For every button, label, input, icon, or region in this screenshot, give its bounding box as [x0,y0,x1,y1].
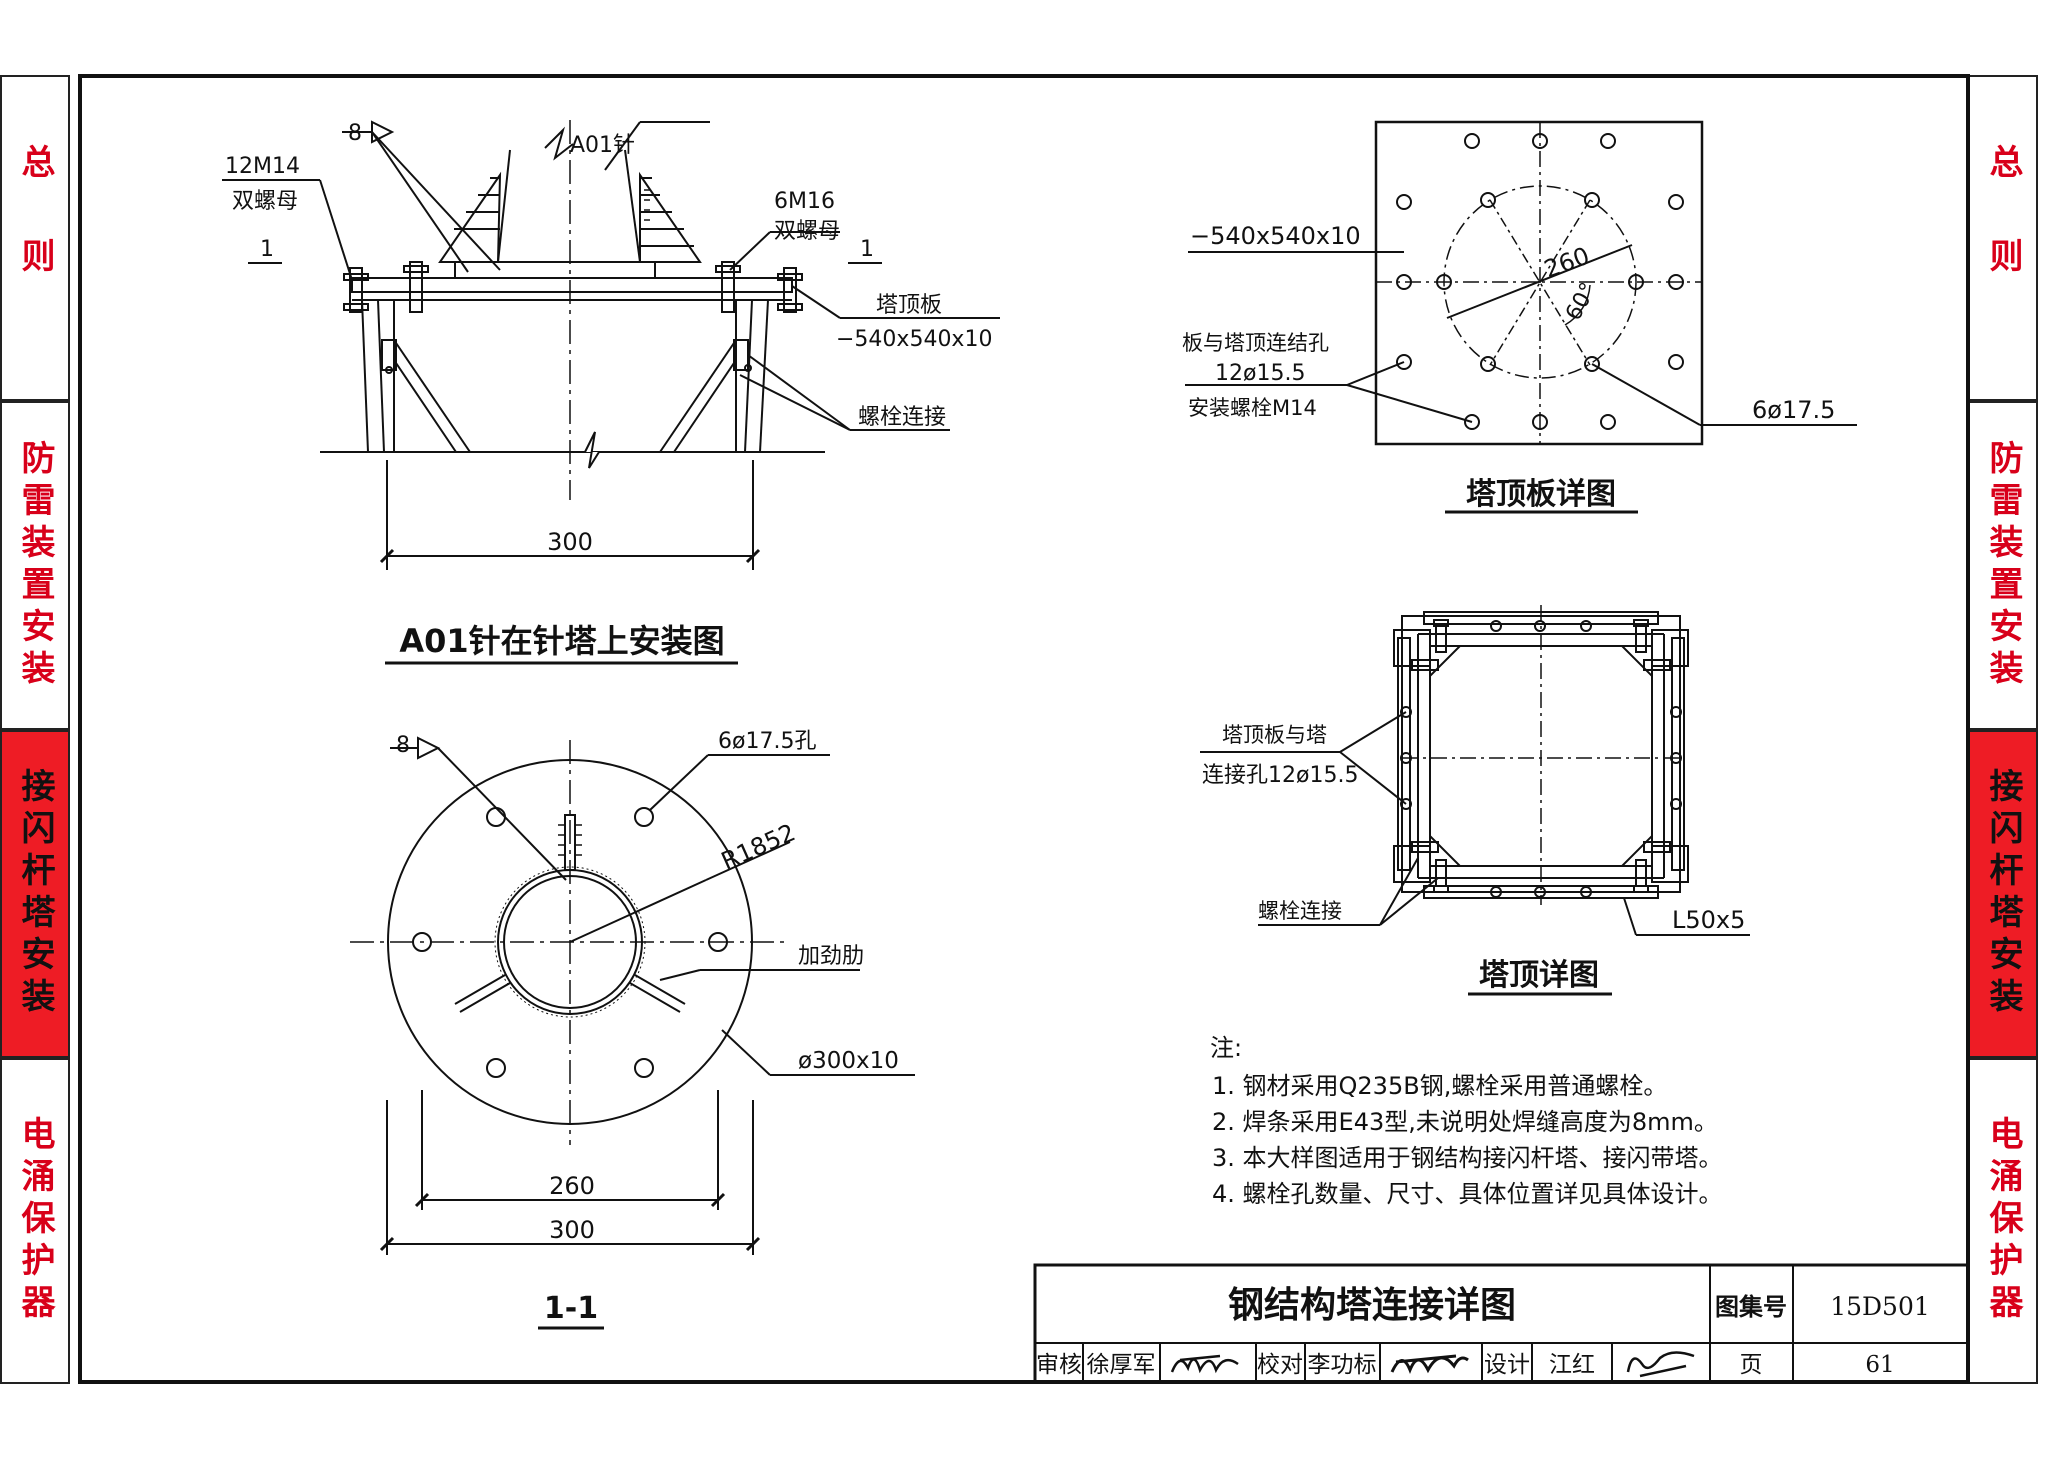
label-plate-spec-detail: −540x540x10 [1190,222,1361,250]
notes: 注: 1. 钢材采用Q235B钢,螺栓采用普通螺栓。 2. 焊条采用E43型,未… [1210,1034,1723,1208]
label-a01-needle: A01针 [570,133,635,158]
view-needle-installation: A01针 8 12M14 双螺母 1 6M16 双螺母 1 塔顶板 −540x5… [222,120,1000,665]
title-view-tower-top-detail: 塔顶详图 [1479,958,1599,993]
title-view-needle-installation: A01针在针塔上安装图 [399,622,724,660]
atlas-label: 图集号 [1715,1293,1787,1321]
right-tab-air-terminal-tower-label: 接闪杆塔安装 [1983,768,2023,1020]
outer-holes [1396,133,1684,430]
top-plate [351,277,793,293]
label-6-holes-section: 6ø17.5孔 [718,729,816,754]
reviewer-name: 徐厚军 [1087,1352,1156,1378]
label-plate-spec: −540x540x10 [836,327,992,352]
design-label: 设计 [1484,1352,1530,1378]
right-tab-general-label: 总则 [1983,144,2023,332]
dim-300-view1: 300 [547,528,593,556]
left-tab-lightning-device-label: 防雷装置安装 [15,439,55,692]
label-section-mark-right: 1 [860,237,874,262]
label-plate-tower: 塔顶板与塔 [1222,723,1327,747]
page-number: 61 [1865,1352,1894,1378]
right-tab-surge-protector[interactable]: 电涌保护器 [1968,1058,2038,1384]
drawing-title: 钢结构塔连接详图 [1228,1285,1516,1326]
dim-60-angle: 60° [1561,279,1601,325]
plate-outline [1374,120,1704,446]
label-radius: R1852 [717,818,799,875]
view-tower-top-detail: 塔顶板与塔 连接孔12ø15.5 螺栓连接 L50x5 塔顶详图 [1200,605,1750,996]
label-weld-size: 8 [348,121,362,146]
tower-legs [361,299,769,453]
pcd-holes [1436,192,1644,372]
label-tower-holes: 连接孔12ø15.5 [1202,763,1358,788]
right-tab-air-terminal-tower[interactable]: 接闪杆塔安装 [1968,730,2038,1058]
label-install-bolts: 安装螺栓M14 [1188,396,1317,420]
note-2: 2. 焊条采用E43型,未说明处焊缝高度为8mm。 [1212,1108,1718,1136]
left-tab-surge-protector[interactable]: 电涌保护器 [0,1058,70,1384]
title-section-1-1: 1-1 [544,1291,598,1326]
title-view-top-plate-detail: 塔顶板详图 [1466,477,1616,512]
note-3: 3. 本大样图适用于钢结构接闪杆塔、接闪带塔。 [1212,1144,1723,1172]
right-tab-surge-protector-label: 电涌保护器 [1983,1116,2023,1326]
left-tab-surge-protector-label: 电涌保护器 [15,1116,55,1326]
atlas-number: 15D501 [1830,1292,1930,1321]
dim-260-pcd: 260 [1540,242,1593,284]
dim-260: 260 [549,1172,595,1200]
label-top-plate: 塔顶板 [876,293,942,318]
left-tab-general-label: 总则 [15,144,55,332]
label-double-nut-right: 双螺母 [774,219,840,244]
left-tab-general[interactable]: 总则 [0,75,70,401]
label-bolt-connection-2: 螺栓连接 [1258,899,1342,923]
needle-flange [454,261,656,279]
label-12m14: 12M14 [225,154,300,179]
label-6-holes: 6ø17.5 [1752,396,1835,424]
designer-name: 江红 [1549,1352,1595,1378]
review-label: 审核 [1036,1352,1082,1378]
left-tab-lightning-device[interactable]: 防雷装置安装 [0,401,70,730]
note-1: 1. 钢材采用Q235B钢,螺栓采用普通螺栓。 [1212,1072,1667,1100]
left-tab-air-terminal-tower-label: 接闪杆塔安装 [15,768,55,1020]
checker-name: 李功标 [1308,1352,1377,1378]
label-angle-spec: L50x5 [1672,906,1745,934]
view-top-plate-detail: −540x540x10 260 60° 板与塔顶连结孔 12ø15.5 安装螺栓… [1182,120,1857,514]
title-block: 钢结构塔连接详图 图集号 15D501 审核 徐厚军 校对 李功标 设计 江红 … [1033,1263,1970,1384]
label-section-mark-left: 1 [260,237,274,262]
label-bolt-connection: 螺栓连接 [858,405,946,430]
label-connection-holes: 板与塔顶连结孔 [1182,331,1329,355]
right-tab-lightning-device-label: 防雷装置安装 [1983,439,2023,692]
label-6m16: 6M16 [774,189,835,214]
top-plate-bolts [343,261,803,313]
sheet-frame [78,74,1970,1384]
view-section-1-1: 8 6ø17.5孔 R1852 加劲肋 ø300x10 260 300 1-1 [350,729,915,1330]
left-tab-air-terminal-tower[interactable]: 接闪杆塔安装 [0,730,70,1058]
notes-heading: 注: [1210,1034,1242,1062]
dim-300: 300 [549,1216,595,1244]
label-12-holes: 12ø15.5 [1215,361,1305,386]
check-label: 校对 [1257,1352,1303,1378]
label-double-nut-left: 双螺母 [232,189,298,214]
label-pipe-spec: ø300x10 [798,1048,899,1074]
page-label: 页 [1740,1352,1763,1378]
label-stiffening-rib: 加劲肋 [798,944,864,969]
note-4: 4. 螺栓孔数量、尺寸、具体位置详见具体设计。 [1212,1180,1723,1208]
label-weld-size-section: 8 [396,733,410,758]
